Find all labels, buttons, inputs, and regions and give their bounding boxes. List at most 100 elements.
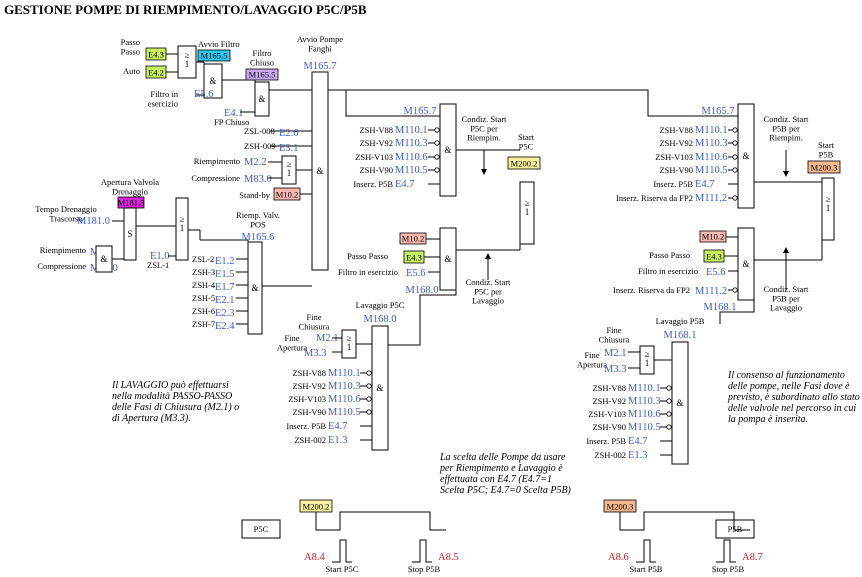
p5b-lav-negation-0: [666, 385, 672, 391]
p5b-addr-4: E4.7: [695, 179, 715, 190]
p5b-addr-m2-1: M2.1: [604, 348, 626, 359]
p5c-lav-input-2: ZSH-V103: [288, 394, 326, 404]
or-gate-drenaggio: [175, 197, 189, 261]
p5c-output-pump-box: [241, 519, 281, 539]
and-gate-chiuso-symbol: &: [258, 94, 265, 104]
p5c-output-signal: [315, 511, 446, 531]
zsl-row-addr-5: E2.4: [215, 321, 235, 332]
and-gate-p5b-lav: [737, 227, 755, 301]
wire-p5b-top: [346, 89, 738, 117]
p5c-filtro-label: Filtro in esercizio: [338, 267, 398, 277]
zsl-row-label-0: ZSL-2: [192, 254, 214, 264]
p5c-output-stop-label: Stop P5B: [408, 564, 441, 574]
addr-m181-0: M181.0: [77, 216, 110, 227]
p5c-lav-input-3: ZSH-V90: [292, 407, 326, 417]
p5c-addr-m168-0b: M168.0: [364, 314, 397, 325]
p5c-addr-m2-1: M2.1: [316, 333, 338, 344]
or-p5b-fine-symbol: ≥: [645, 349, 650, 359]
and-gate-valv-symbol: &: [251, 283, 258, 293]
tag-p5b-m200-3-text: M200.3: [811, 163, 838, 173]
and-gate-filter-symbol: &: [209, 76, 216, 86]
or-drenaggio-symbol: ≥: [180, 214, 185, 224]
and-gate-filter: [203, 63, 223, 99]
page-title: GESTIONE POMPE DI RIEMPIMENTO/LAVAGGIO P…: [4, 2, 367, 17]
p5c-negation-1: [434, 140, 440, 146]
zsl-1-label: ZSL-1: [147, 260, 169, 270]
and-gate-valv: [247, 241, 263, 335]
wire-p5c-lav-out: [388, 270, 457, 346]
riempimento-label: Riempimento: [194, 156, 240, 166]
compressione-label: Compressione: [191, 173, 240, 183]
p5c-lav-addr-2: M110.6: [328, 394, 361, 405]
p5c-addr-m168-0: M168.0: [406, 285, 439, 296]
or-drenaggio-symbol-one: 1: [180, 223, 185, 233]
tag-m165-5-cyan: [197, 49, 231, 62]
p5c-lav-addr-5: E1.3: [328, 435, 348, 446]
p5c-passo-passo-label: Passo Passo: [347, 251, 388, 261]
p5b-addr-m111-2: M111.2: [695, 286, 727, 297]
p5b-lav-negation-2: [666, 411, 672, 417]
p5c-addr-1: M110.3: [395, 138, 428, 149]
p5b-addr-e5-6: E5.6: [706, 267, 726, 278]
riempimento2-label: Riempimento: [40, 245, 86, 255]
p5b-input-5: Inserz. Riserva da FP2: [616, 193, 693, 203]
or-p5b-fine-symbol-one: 1: [645, 358, 650, 368]
tag-p5b-e4-3-text: E4.3: [706, 252, 722, 262]
p5b-lav-input-0: ZSH-V88: [592, 383, 626, 393]
p5c-addr-0: M110.1: [395, 125, 428, 136]
p5c-addr-4: E4.7: [395, 179, 415, 190]
tag-p5c-m200-2: [507, 156, 541, 170]
zsl-row-label-1: ZSH-3: [192, 267, 215, 277]
or-mode-symbol: ≥: [185, 50, 190, 60]
p5b-output-a1: A8.6: [608, 552, 629, 563]
p5b-lav-addr-4: E4.7: [628, 436, 648, 447]
zsl-row-label-3: ZSH-5: [192, 293, 215, 303]
p5b-lav-input-2: ZSH-V103: [588, 409, 626, 419]
p5c-lav-negation-2: [366, 396, 372, 402]
wire-p5c-top: [345, 90, 440, 117]
p5b-lav-addr-1: M110.3: [628, 396, 661, 407]
or-gate-p5b-start: [821, 177, 835, 241]
p5c-input-2: ZSH-V103: [355, 152, 393, 162]
and-gate-p5c-lav: [439, 227, 457, 291]
p5b-output-pump-box: [715, 519, 755, 539]
p5c-negation-3: [434, 167, 440, 173]
p5c-lav-input-5: ZSH-002: [294, 435, 326, 445]
p5b-lav-negation-1: [666, 398, 672, 404]
p5b-output-signal: [619, 511, 750, 531]
tag-m165-5-violet: [245, 68, 279, 81]
p5b-addr-5: M111.2: [695, 193, 727, 204]
p5b-output-stop-label: Stop P5B: [712, 564, 745, 574]
zsl-row-addr-1: E1.5: [215, 269, 235, 280]
p5c-lav-addr-0: M110.1: [328, 368, 361, 379]
p5b-inserz-riserva-label: Inserz. Riserva da FP2: [613, 285, 690, 295]
p5c-lav-addr-4: E4.7: [328, 421, 348, 432]
and-gate-avvio-pompe-symbol: &: [316, 166, 323, 176]
p5c-lav-addr-3: M110.5: [328, 407, 361, 418]
or-p5c-symbol-one: 1: [525, 207, 530, 217]
standby-label: Stand-by: [239, 190, 270, 200]
or-riemp-symbol: ≥: [287, 159, 292, 169]
p5b-addr-m168-1: M168.1: [704, 302, 737, 313]
p5c-input-3: ZSH-V90: [359, 165, 393, 175]
p5b-input-2: ZSH-V103: [655, 152, 693, 162]
auto-label: Auto: [123, 66, 140, 76]
p5b-lav-input-1: ZSH-V92: [592, 396, 626, 406]
tag-p5c-m10-2-text: M10.2: [402, 234, 424, 244]
p5c-addr-e5-6: E5.6: [406, 268, 426, 279]
zsl-row-addr-0: E1.2: [215, 256, 235, 267]
and-gate-p5b-lavaggio: [671, 341, 689, 465]
tag-m165-5-cyan-text: M165.5: [201, 51, 228, 61]
or-p5c-fine-symbol-one: 1: [347, 342, 352, 352]
addr-m165-6: M165.6: [242, 232, 275, 243]
p5b-lav-input-4: Inserz. P5B: [586, 436, 626, 446]
